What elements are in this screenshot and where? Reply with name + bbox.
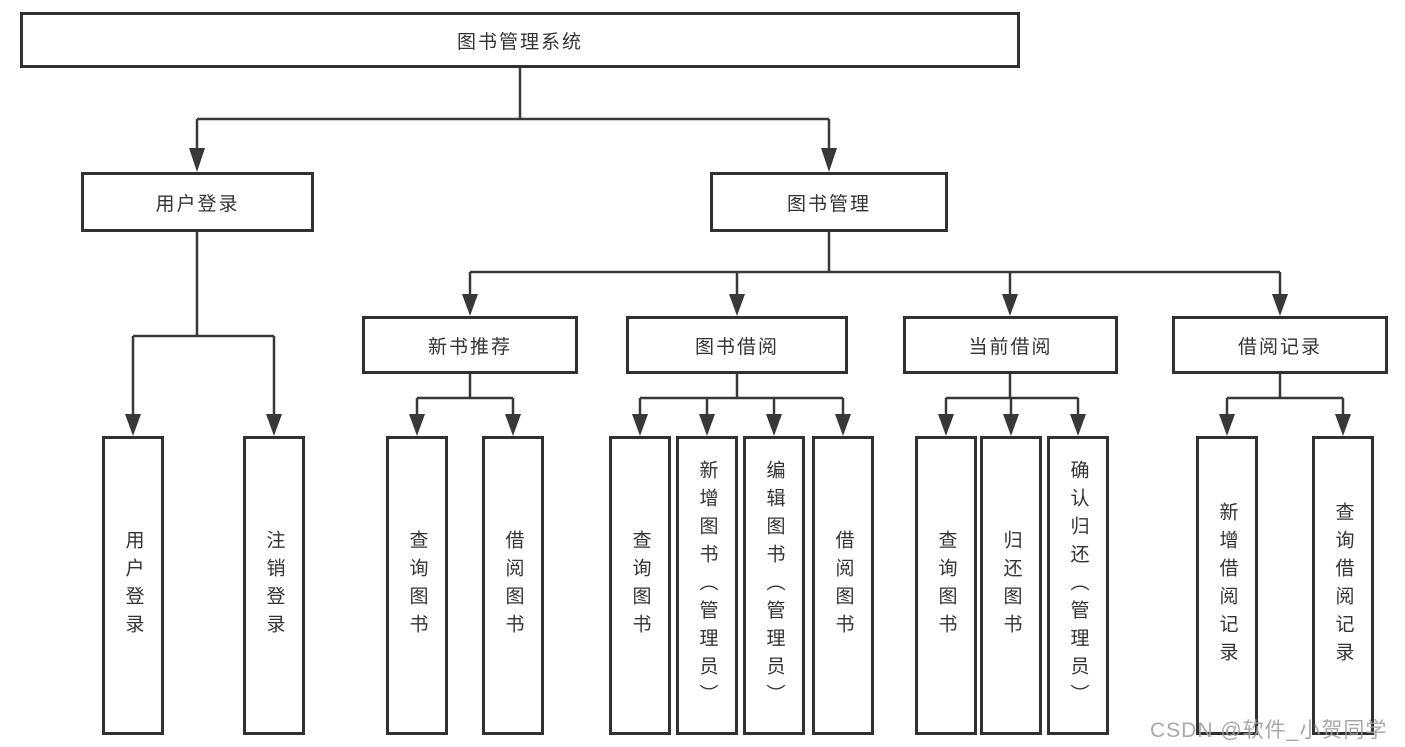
leaf-add-borrow-record: 新增借阅记录 [1196, 436, 1258, 735]
leaf-query-books-recommend-label: 查询图书 [406, 529, 428, 642]
node-current-borrow: 当前借阅 [903, 316, 1118, 374]
node-root: 图书管理系统 [20, 12, 1020, 68]
arrowhead-group [125, 148, 1351, 436]
node-book-management-label: 图书管理 [786, 193, 871, 215]
leaf-confirm-return-admin-label: 确认归还（管理员） [1067, 459, 1089, 712]
leaf-add-borrow-record-label: 新增借阅记录 [1216, 501, 1238, 670]
leaf-return-books: 归还图书 [980, 436, 1042, 735]
node-new-book-recommend-label: 新书推荐 [427, 336, 512, 358]
node-root-label: 图书管理系统 [456, 31, 583, 53]
leaf-user-login: 用户登录 [102, 436, 164, 735]
leaf-return-books-label: 归还图书 [1000, 529, 1022, 642]
node-book-management: 图书管理 [710, 172, 948, 232]
leaf-logout: 注销登录 [243, 436, 305, 735]
watermark: CSDN @软件_小贺同学 [1150, 719, 1388, 742]
leaf-logout-label: 注销登录 [263, 529, 285, 642]
leaf-query-books-current-label: 查询图书 [935, 529, 957, 642]
leaf-borrow-books-label: 借阅图书 [832, 529, 854, 642]
leaf-query-books-borrow-label: 查询图书 [629, 529, 651, 642]
leaf-query-books-recommend: 查询图书 [386, 436, 448, 735]
leaf-borrow-books-recommend: 借阅图书 [482, 436, 544, 735]
node-book-borrow: 图书借阅 [626, 316, 848, 374]
leaf-borrow-books-recommend-label: 借阅图书 [502, 529, 524, 642]
leaf-edit-book-admin: 编辑图书（管理员） [743, 436, 805, 735]
leaf-confirm-return-admin: 确认归还（管理员） [1047, 436, 1109, 735]
leaf-borrow-books: 借阅图书 [812, 436, 874, 735]
node-new-book-recommend: 新书推荐 [362, 316, 578, 374]
leaf-query-borrow-record-label: 查询借阅记录 [1332, 501, 1354, 670]
leaf-add-book-admin: 新增图书（管理员） [676, 436, 738, 735]
node-borrow-records-label: 借阅记录 [1237, 336, 1322, 358]
leaf-edit-book-admin-label: 编辑图书（管理员） [763, 459, 785, 712]
node-book-borrow-label: 图书借阅 [694, 336, 779, 358]
leaf-query-books-current: 查询图书 [915, 436, 977, 735]
leaf-add-book-admin-label: 新增图书（管理员） [696, 459, 718, 712]
leaf-query-books-borrow: 查询图书 [609, 436, 671, 735]
leaf-query-borrow-record: 查询借阅记录 [1312, 436, 1374, 735]
leaf-user-login-label: 用户登录 [122, 529, 144, 642]
node-borrow-records: 借阅记录 [1172, 316, 1388, 374]
node-user-login-label: 用户登录 [155, 193, 240, 215]
node-current-borrow-label: 当前借阅 [968, 336, 1053, 358]
node-user-login: 用户登录 [81, 172, 314, 232]
